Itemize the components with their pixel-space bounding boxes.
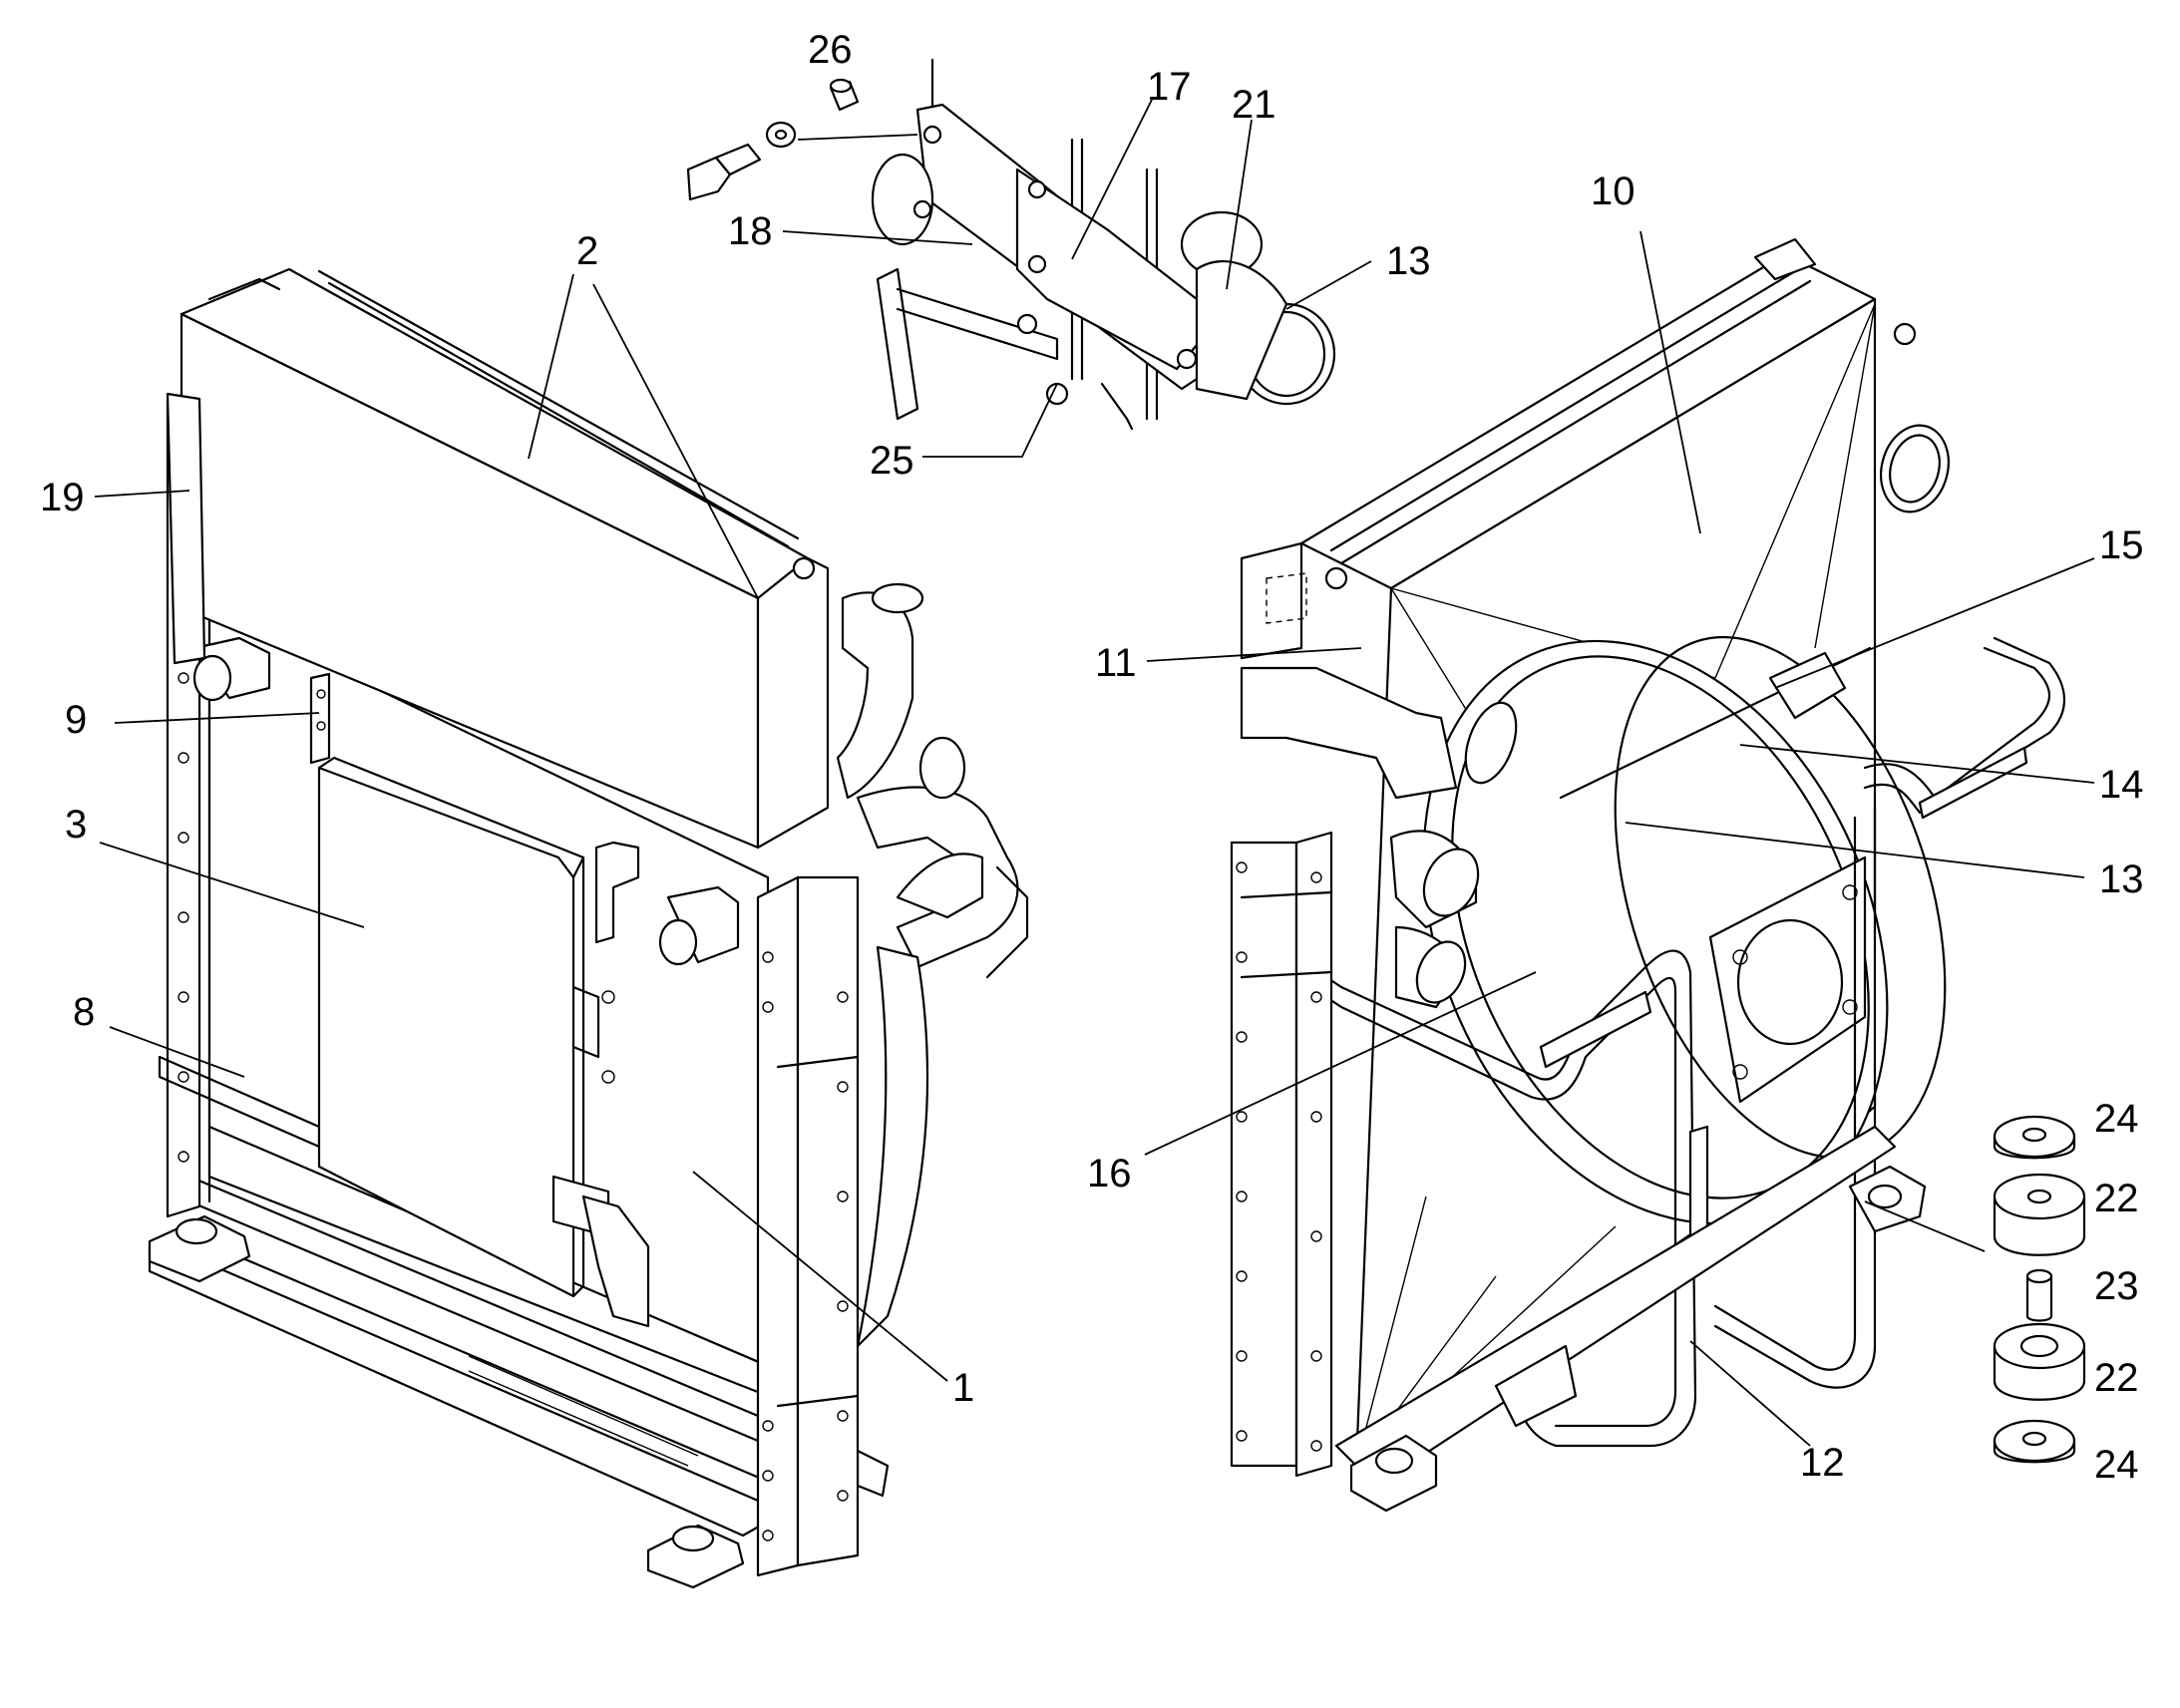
fan-hub-plate <box>1559 646 1872 1104</box>
callout-23: 23 <box>2094 1264 2139 1308</box>
rubber-mount-bottom-icon <box>1993 1322 2086 1401</box>
callout-26: 26 <box>808 28 853 72</box>
rubber-mount-top-icon <box>1993 1173 2086 1256</box>
callout-22-top: 22 <box>2094 1177 2139 1220</box>
right-hoses <box>1240 424 1950 1009</box>
washer-top-icon <box>1993 1115 2076 1160</box>
right-top-tank <box>1299 237 1917 590</box>
callout-3: 3 <box>65 803 87 847</box>
callout-24-top: 24 <box>2094 1097 2139 1141</box>
leader-lines <box>94 99 2095 1447</box>
side-bracket <box>166 392 206 665</box>
callout-18: 18 <box>728 209 773 253</box>
washer-bottom-icon <box>1993 1419 2076 1464</box>
callout-19: 19 <box>40 476 85 519</box>
right-radiator-assembly <box>1230 237 2066 1513</box>
top-detail-assembly <box>686 58 1336 431</box>
right-base-frame <box>1334 1125 1927 1513</box>
callout-13-right: 13 <box>2099 857 2144 901</box>
callout-8: 8 <box>73 990 95 1034</box>
callout-15: 15 <box>2099 523 2144 567</box>
callout-2: 2 <box>576 229 598 273</box>
washer-icon <box>765 121 797 149</box>
callout-17: 17 <box>1147 65 1192 109</box>
left-radiator-assembly <box>148 267 1029 1589</box>
left-brackets <box>192 636 740 1328</box>
callout-16: 16 <box>1087 1152 1132 1196</box>
callout-13-top: 13 <box>1386 239 1431 283</box>
callout-11: 11 <box>1095 641 1137 685</box>
callout-21: 21 <box>1232 83 1276 127</box>
callout-14: 14 <box>2099 763 2144 807</box>
callout-9: 9 <box>65 698 87 742</box>
top-tank <box>180 267 830 850</box>
isolator-stack <box>1993 1115 2086 1464</box>
left-mount-foot-front <box>148 1214 890 1589</box>
callout-12: 12 <box>1800 1441 1845 1485</box>
callout-1: 1 <box>952 1366 974 1410</box>
bolt-icon <box>686 143 762 201</box>
callout-24-bottom: 24 <box>2094 1443 2139 1487</box>
right-assembly-left-rail <box>1230 541 1333 1478</box>
callout-22-bottom: 22 <box>2094 1356 2139 1400</box>
left-upper-hoses <box>836 582 1029 1348</box>
callout-labels: 1 2 3 8 9 10 11 12 13 13 14 15 16 17 18 … <box>40 28 2144 1487</box>
spacer-sleeve-icon <box>2025 1268 2053 1322</box>
sleeve-icon <box>829 78 860 112</box>
left-assembly-right-rail <box>756 875 860 1577</box>
callout-25: 25 <box>870 439 914 483</box>
callout-10: 10 <box>1591 170 1635 213</box>
